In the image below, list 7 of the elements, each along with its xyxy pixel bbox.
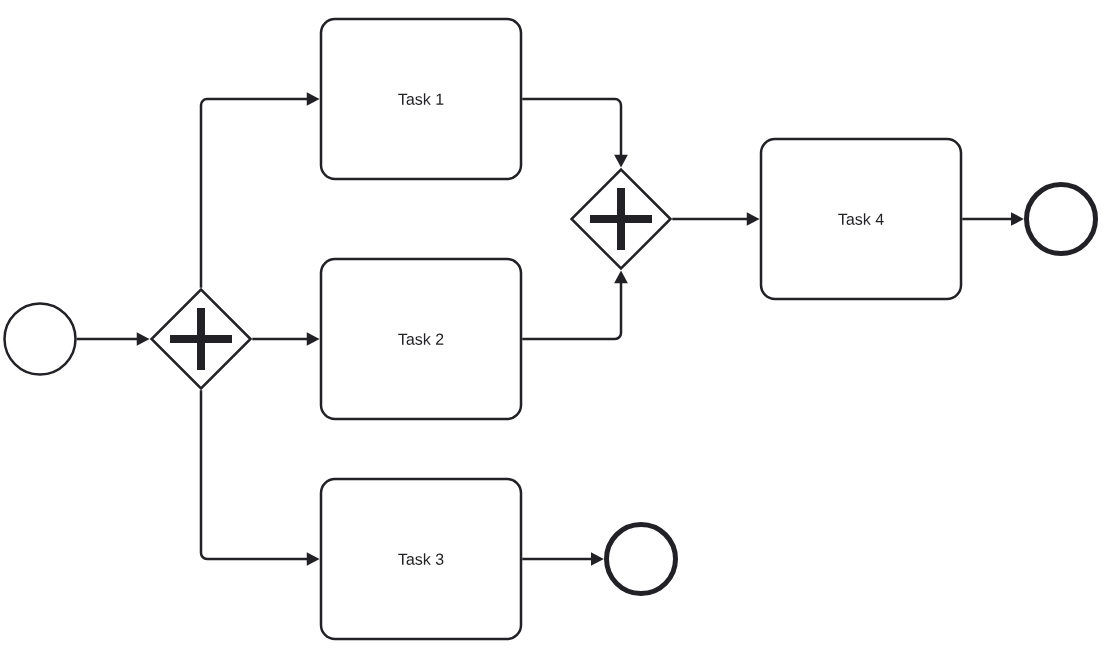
- end-event-circle: [604, 522, 678, 596]
- task-box: Task 4: [759, 137, 963, 301]
- task-box: Task 1: [319, 17, 523, 181]
- task-box: Task 3: [319, 477, 523, 641]
- task-box: Task 2: [319, 257, 523, 421]
- start-event-circle: [3, 302, 77, 376]
- end-event-circle: [1024, 182, 1098, 256]
